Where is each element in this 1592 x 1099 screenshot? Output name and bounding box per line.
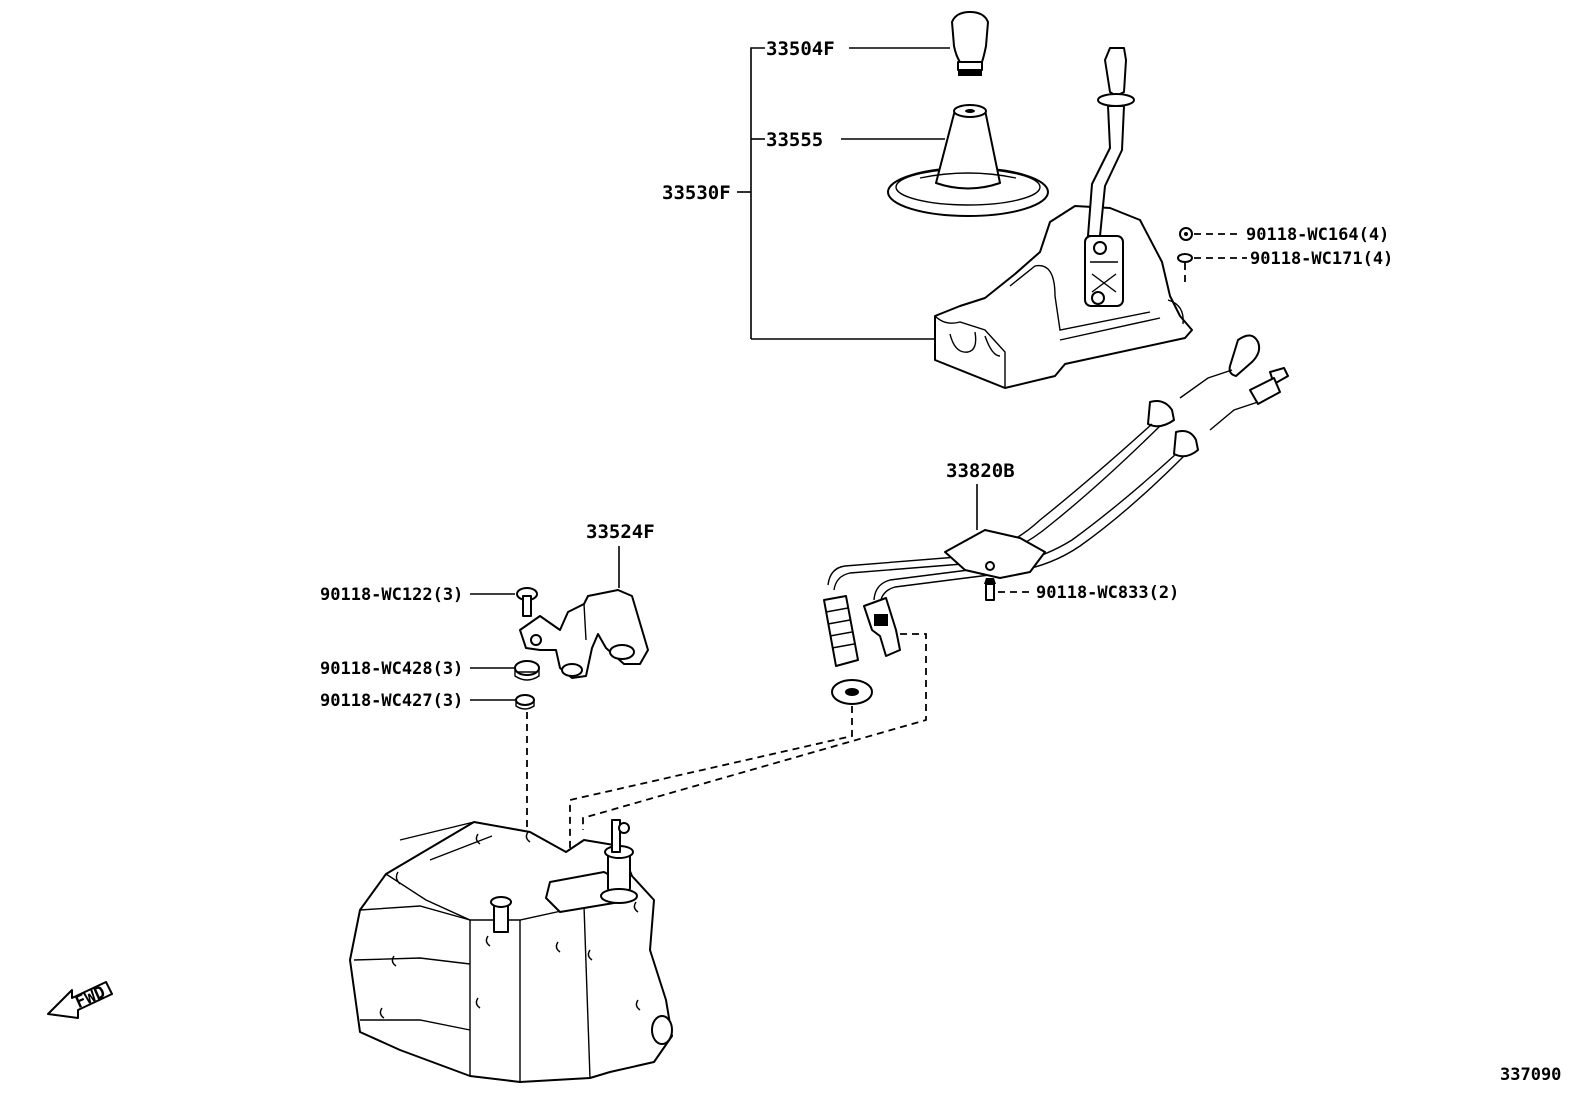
shift-lever-rod[interactable] (1087, 47, 1135, 237)
assembly-guide-lines (526, 633, 927, 870)
label-bushing-wc428: 90118-WC428(3) (320, 659, 463, 679)
label-bolt-wc122: 90118-WC122(3) (320, 585, 463, 605)
bracket[interactable] (519, 589, 649, 679)
control-cable[interactable] (823, 334, 1289, 705)
shift-boot[interactable] (887, 104, 1049, 217)
label-shift-lever-assy: 33530F (662, 182, 731, 204)
diagram-code: 337090 (1500, 1065, 1561, 1085)
label-bolt-wc833: 90118-WC833(2) (1036, 583, 1179, 603)
collar-wc427[interactable] (515, 694, 535, 710)
bolt-wc833[interactable] (984, 578, 996, 601)
shifter-group-bracket (737, 47, 950, 340)
nut-wc164[interactable] (1179, 227, 1193, 241)
bushing-wc428[interactable] (514, 660, 540, 681)
fwd-arrow: FWD (47, 981, 113, 1019)
label-nut-wc164: 90118-WC164(4) (1246, 225, 1389, 245)
shift-knob[interactable] (951, 11, 989, 76)
transmission[interactable] (349, 819, 673, 1083)
label-collar-wc427: 90118-WC427(3) (320, 691, 463, 711)
bolt-wc122[interactable] (516, 587, 538, 617)
label-washer-wc171: 90118-WC171(4) (1250, 249, 1393, 269)
label-bracket: 33524F (586, 521, 655, 543)
washer-wc171[interactable] (1177, 253, 1193, 263)
label-control-cable: 33820B (946, 460, 1015, 482)
label-shift-knob: 33504F (766, 38, 835, 60)
shift-lever-housing[interactable] (934, 205, 1193, 389)
label-shift-boot: 33555 (766, 129, 823, 151)
